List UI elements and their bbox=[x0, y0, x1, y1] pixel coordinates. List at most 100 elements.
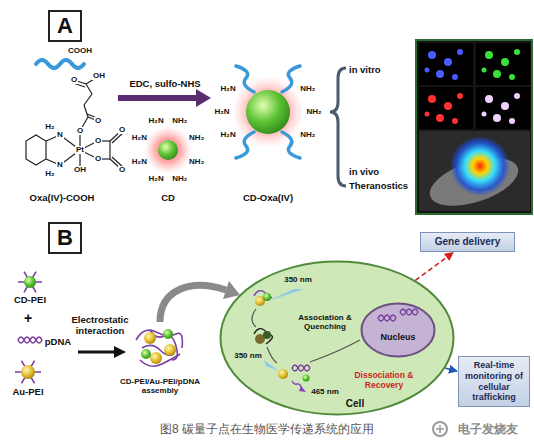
trafficking-arrow bbox=[252, 309, 256, 327]
watermark: 电子发烧友 bbox=[458, 423, 518, 435]
reaction-arrow bbox=[118, 89, 211, 107]
panel-b-illustration bbox=[15, 272, 182, 384]
cell-label: Cell bbox=[335, 398, 375, 409]
label-holder: Dissociation & Recovery bbox=[348, 371, 420, 391]
label-holder: NH₂ bbox=[300, 85, 315, 93]
assembly-cluster bbox=[136, 330, 182, 366]
oxaliplatin-structure bbox=[84, 105, 88, 117]
watermark-logo bbox=[433, 422, 447, 436]
oxaliplatin-structure bbox=[109, 141, 110, 159]
au-pei-particle bbox=[21, 365, 35, 379]
assembly-cluster bbox=[150, 352, 162, 364]
nuclear-dna bbox=[378, 309, 418, 321]
annotation: CD-PEI/Au-PEI/pDNA assembly bbox=[106, 377, 214, 395]
label-holder: CD-PEI/Au-PEI/pDNA assembly bbox=[106, 377, 214, 395]
label-holder: CD bbox=[161, 193, 175, 204]
label-holder: NH₂ bbox=[300, 131, 315, 139]
nucleus-ellipse: Nucleus bbox=[360, 302, 436, 358]
atom-label: O bbox=[94, 117, 102, 125]
fluorescence-images bbox=[416, 40, 532, 215]
atom-label: Pt bbox=[75, 146, 85, 154]
bracket bbox=[330, 68, 346, 186]
text-label: Theranostics bbox=[349, 181, 408, 192]
panel-a-illustration bbox=[26, 40, 532, 215]
conjugate-dot bbox=[282, 66, 300, 92]
fluorescence-images bbox=[482, 93, 521, 124]
oxaliplatin-structure bbox=[26, 135, 46, 165]
nucleus-ellipse bbox=[362, 304, 435, 357]
amine-label: H₂N bbox=[149, 175, 164, 183]
pdna-helix bbox=[18, 337, 42, 343]
fluorescence-images bbox=[419, 43, 473, 85]
atom-label: O bbox=[94, 155, 102, 163]
label-holder: OH bbox=[92, 72, 106, 80]
pdna-helix bbox=[18, 337, 42, 343]
uptake-arrow bbox=[160, 285, 226, 322]
au-pei-particle bbox=[15, 361, 41, 384]
label-holder: in vivo bbox=[349, 167, 379, 178]
label-holder: O bbox=[76, 127, 84, 135]
panel-letter: A bbox=[50, 12, 80, 40]
label-holder: O bbox=[118, 166, 126, 174]
label-holder: Pt bbox=[75, 146, 85, 154]
label-holder: Theranostics bbox=[349, 181, 408, 192]
fluorescence-images bbox=[450, 136, 510, 196]
label-holder: 350 nm bbox=[284, 275, 312, 284]
label-holder: O bbox=[118, 126, 126, 134]
light-beam bbox=[264, 289, 304, 371]
atom-label: O bbox=[70, 76, 78, 84]
cd-pei-particle bbox=[18, 272, 42, 293]
panel-letter-box: A bbox=[48, 10, 82, 42]
watermark-logo bbox=[433, 422, 447, 436]
fluorescence-images bbox=[482, 49, 521, 80]
cd-pei-particle bbox=[18, 272, 42, 293]
watermark-logo bbox=[436, 425, 444, 433]
amine-label: H₂N bbox=[214, 108, 229, 116]
pdna-helix bbox=[18, 337, 42, 343]
label-holder: H₂N bbox=[221, 131, 236, 139]
conjugate-dot bbox=[246, 90, 290, 134]
oxaliplatin-structure bbox=[86, 84, 92, 94]
amine-label: NH₂ bbox=[306, 108, 321, 116]
atom-label: H₂ bbox=[44, 123, 55, 131]
trafficking-arrow bbox=[267, 347, 277, 363]
nanoparticle-cluster bbox=[292, 365, 310, 371]
nuclear-dna bbox=[378, 315, 396, 321]
dashed-arrow bbox=[445, 368, 457, 371]
atom-label: O bbox=[76, 127, 84, 135]
assembly-arrow bbox=[78, 351, 116, 354]
fluorescence-images bbox=[419, 87, 473, 129]
dashed-arrow bbox=[415, 253, 453, 281]
annotation: 350 nm bbox=[234, 351, 262, 360]
outcome-box: Gene delivery bbox=[420, 232, 515, 252]
nanoparticle-cluster bbox=[263, 331, 271, 339]
label-holder: H₂N bbox=[149, 117, 164, 125]
cell-ellipse bbox=[221, 262, 454, 415]
label-holder: NH₂ bbox=[189, 134, 204, 142]
label-holder: 图8 碳量子点在生物医学传递系统的应用 bbox=[160, 423, 374, 436]
nuclear-dna bbox=[400, 309, 418, 315]
assembly-arrow bbox=[114, 346, 126, 358]
amine-label: NH₂ bbox=[172, 175, 187, 183]
text-label: Au-PEI bbox=[12, 387, 43, 398]
text-label: pDNA bbox=[45, 337, 71, 348]
nanoparticle-cluster bbox=[254, 329, 272, 344]
nucleus-label: Nucleus bbox=[360, 333, 436, 343]
amine-label: H₂N bbox=[132, 158, 147, 166]
label-holder: H₂N bbox=[214, 108, 229, 116]
uptake-arrow bbox=[223, 281, 240, 299]
oxaliplatin-structure bbox=[26, 76, 124, 170]
conjugate-dot bbox=[232, 66, 304, 158]
label-holder: H₂ bbox=[44, 170, 55, 178]
text-label: Electrostatic interaction bbox=[69, 315, 131, 337]
outcome-text: Real-time monitoring of cellular traffic… bbox=[463, 360, 525, 403]
trafficking-arrow bbox=[310, 340, 360, 362]
label-holder: NH₂ bbox=[172, 175, 187, 183]
atom-label: O bbox=[118, 126, 126, 134]
nanoparticle-cluster bbox=[263, 293, 271, 301]
label-holder: NH₂ bbox=[172, 117, 187, 125]
